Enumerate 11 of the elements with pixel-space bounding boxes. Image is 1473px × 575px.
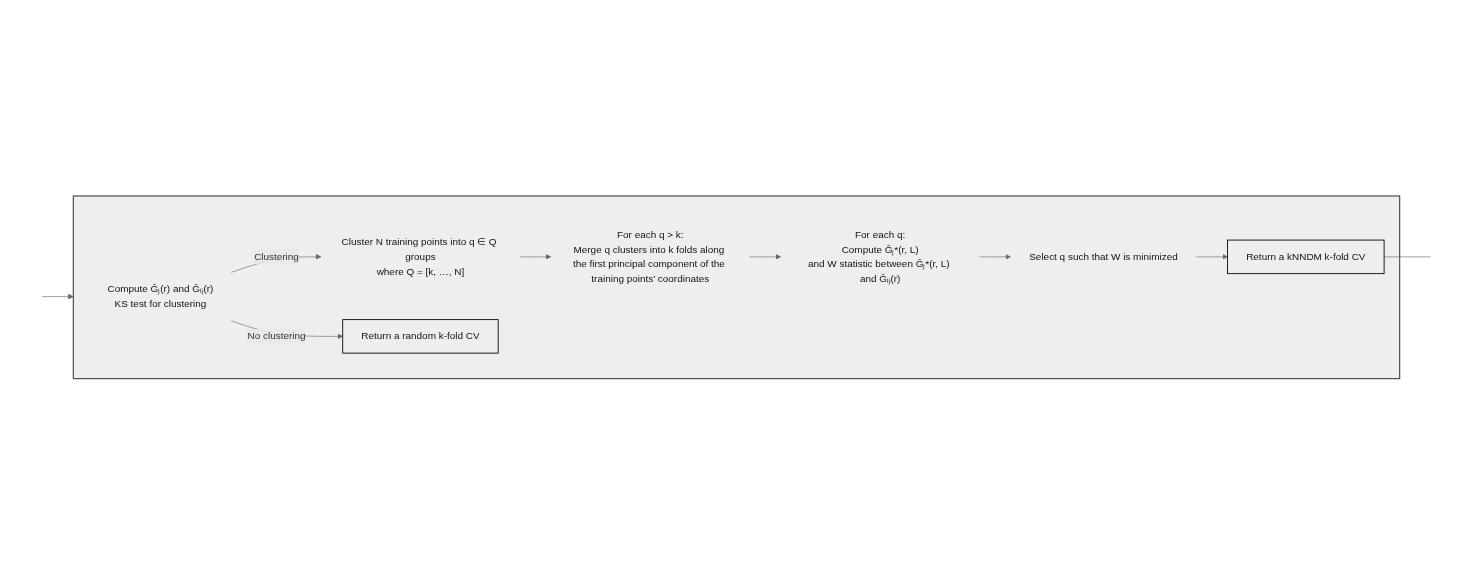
node-text: Cluster N training points into q ∈ Q groups where Q = [k, …, N]	[341, 236, 497, 277]
edge-label: No clustering	[247, 330, 306, 342]
node-text: For each q > k: Merge q clusters into k folds along the first principal component of the training points’ coordinates	[572, 229, 725, 285]
connector	[1383, 256, 1431, 258]
node-box: Return a kNNDM k-fold CV	[1227, 239, 1385, 275]
node-text: For each q: Compute Ĝⱼ*(r, L) and W statistic between Ĝⱼ*(r, L) and Ĝᵢⱼ(r)	[807, 229, 950, 285]
node-text: Select q such that W is minimized	[1029, 251, 1178, 263]
node-box: Return a random k-fold CV	[342, 319, 499, 354]
node-text: Compute Ĝⱼ(r) and Ĝᵢⱼ(r) KS test for clustering	[107, 283, 214, 310]
edge-label: Clustering	[254, 251, 299, 263]
cluster	[72, 195, 1401, 380]
